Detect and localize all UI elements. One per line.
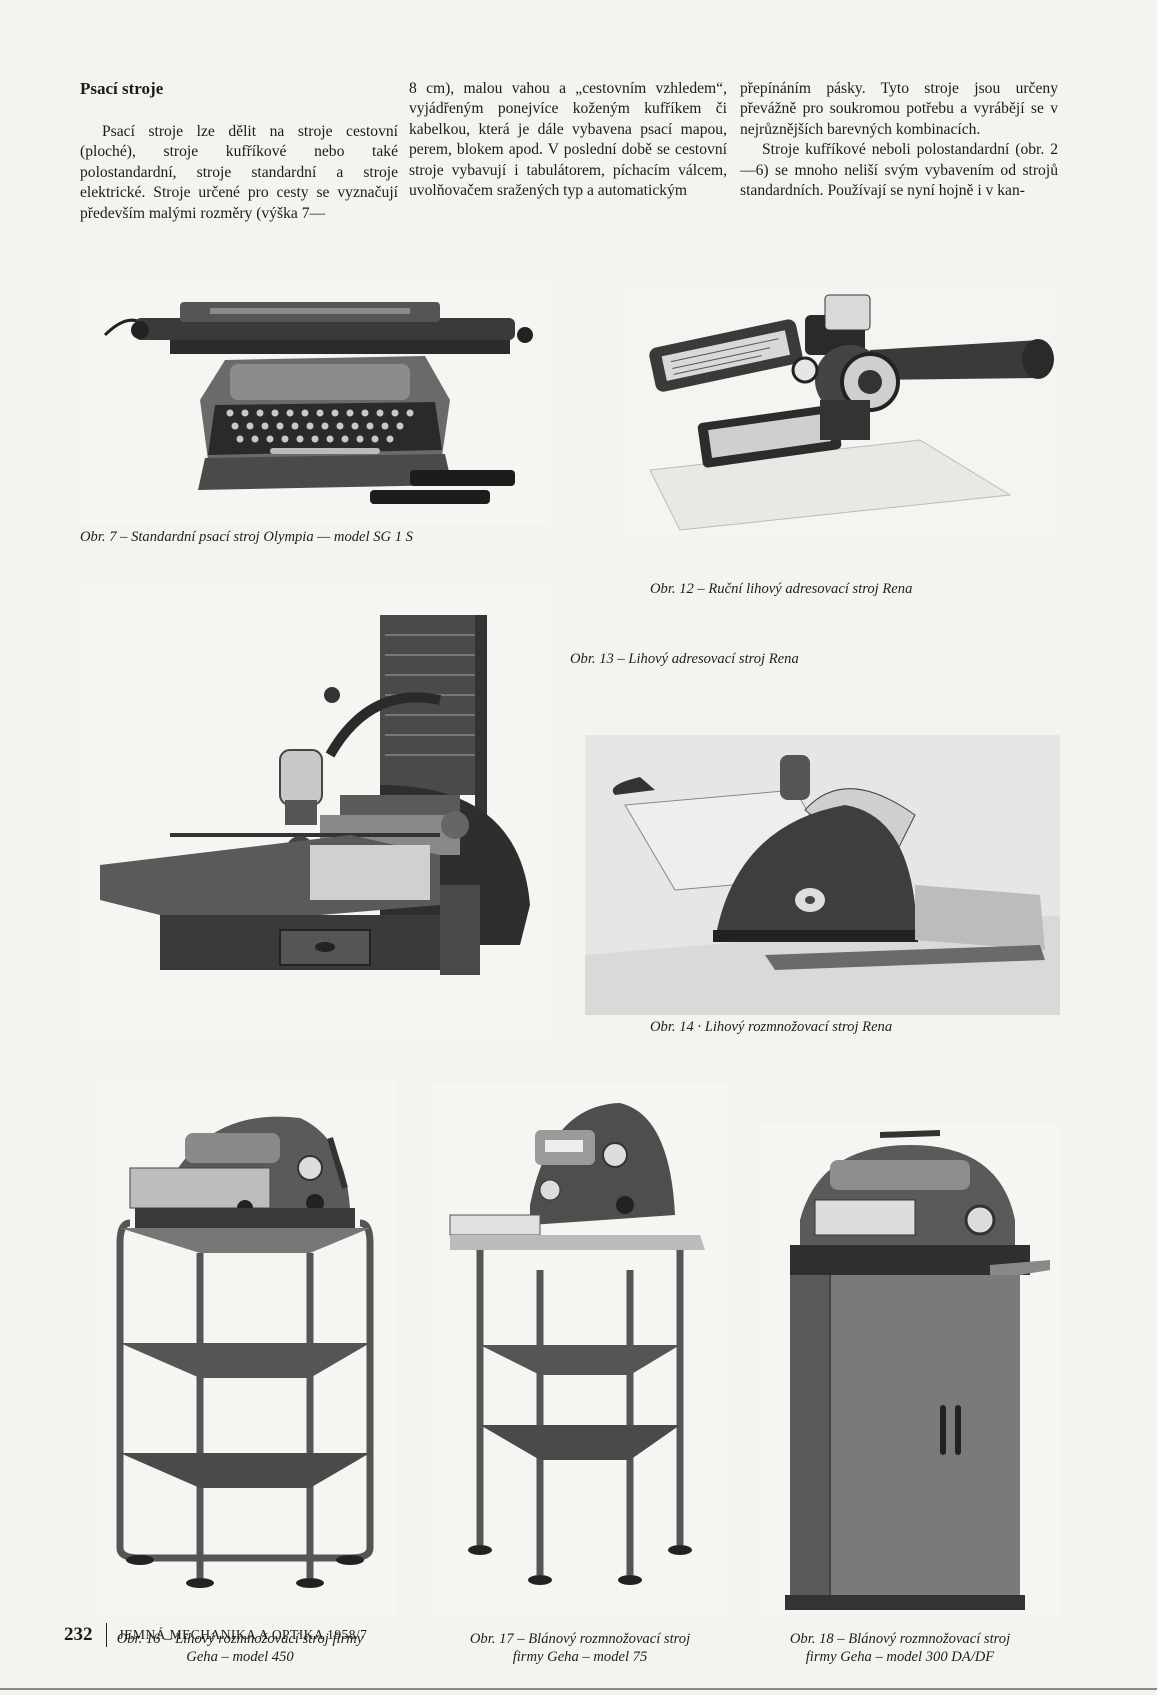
figure-geha-450-image <box>95 1078 395 1618</box>
journal-name: JEMNÁ MECHANIKA A OPTIKA 1958/7 <box>118 1627 368 1642</box>
article-heading: Psací stroje <box>80 79 164 98</box>
figure-hand-addresser-image <box>620 290 1060 540</box>
figure-geha-75-image <box>430 1085 730 1615</box>
page-number: 232 <box>64 1624 93 1645</box>
figure-17-caption: Obr. 17 – Blánový rozmnožovací stroj fir… <box>400 1630 760 1666</box>
figure-geha-300-image <box>760 1125 1060 1615</box>
page-bottom-rule <box>0 1688 1157 1690</box>
figure-16-caption: Obr. 16 – Lihový rozmnožovací stroj firm… <box>60 1630 420 1666</box>
figure-duplicator-image <box>585 735 1060 1015</box>
figure-16-caption-line-2: Geha – model 450 <box>186 1649 294 1665</box>
footer-divider <box>105 1623 107 1647</box>
figure-typewriter-image <box>80 280 550 525</box>
paragraph: Stroje kufříkové neboli polostandardní (… <box>740 141 1058 200</box>
figure-7-caption: Obr. 7 – Standardní psací stroj Olympia … <box>80 529 413 545</box>
figure-12-caption: Obr. 12 – Ruční lihový adresovací stroj … <box>650 581 913 597</box>
figure-14-caption: Obr. 14 · Lihový rozmnožovací stroj Rena <box>650 1019 893 1035</box>
figure-17-caption-line-2: firmy Geha – model 75 <box>512 1649 648 1665</box>
text-column-3: přepínáním pásky. Tyto stroje jsou určen… <box>740 79 1058 257</box>
figure-18-caption-line-1: Obr. 18 – Blánový rozmnožovací stroj <box>789 1631 1011 1647</box>
paragraph: přepínáním pásky. Tyto stroje jsou určen… <box>740 80 1058 138</box>
paragraph: Psací stroje lze dělit na stroje cestovn… <box>80 123 398 222</box>
text-column-2: 8 cm), malou vahou a „cestovním vzhledem… <box>409 79 727 257</box>
text-column-1: Psací stroje Psací stroje lze dělit na s… <box>80 79 398 257</box>
figure-16-caption-line-1: Obr. 16 – Lihový rozmnožovací stroj firm… <box>116 1631 364 1647</box>
figure-addressing-machine-image <box>80 585 550 1040</box>
figure-13-caption: Obr. 13 – Lihový adresovací stroj Rena <box>570 651 799 667</box>
paragraph: 8 cm), malou vahou a „cestovním vzhledem… <box>409 80 727 200</box>
figure-17-caption-line-1: Obr. 17 – Blánový rozmnožovací stroj <box>469 1631 691 1647</box>
figure-18-caption-line-2: firmy Geha – model 300 DA/DF <box>805 1649 995 1665</box>
figure-18-caption: Obr. 18 – Blánový rozmnožovací stroj fir… <box>730 1630 1070 1666</box>
page-footer: 232 JEMNÁ MECHANIKA A OPTIKA 1958/7 <box>64 1622 367 1648</box>
